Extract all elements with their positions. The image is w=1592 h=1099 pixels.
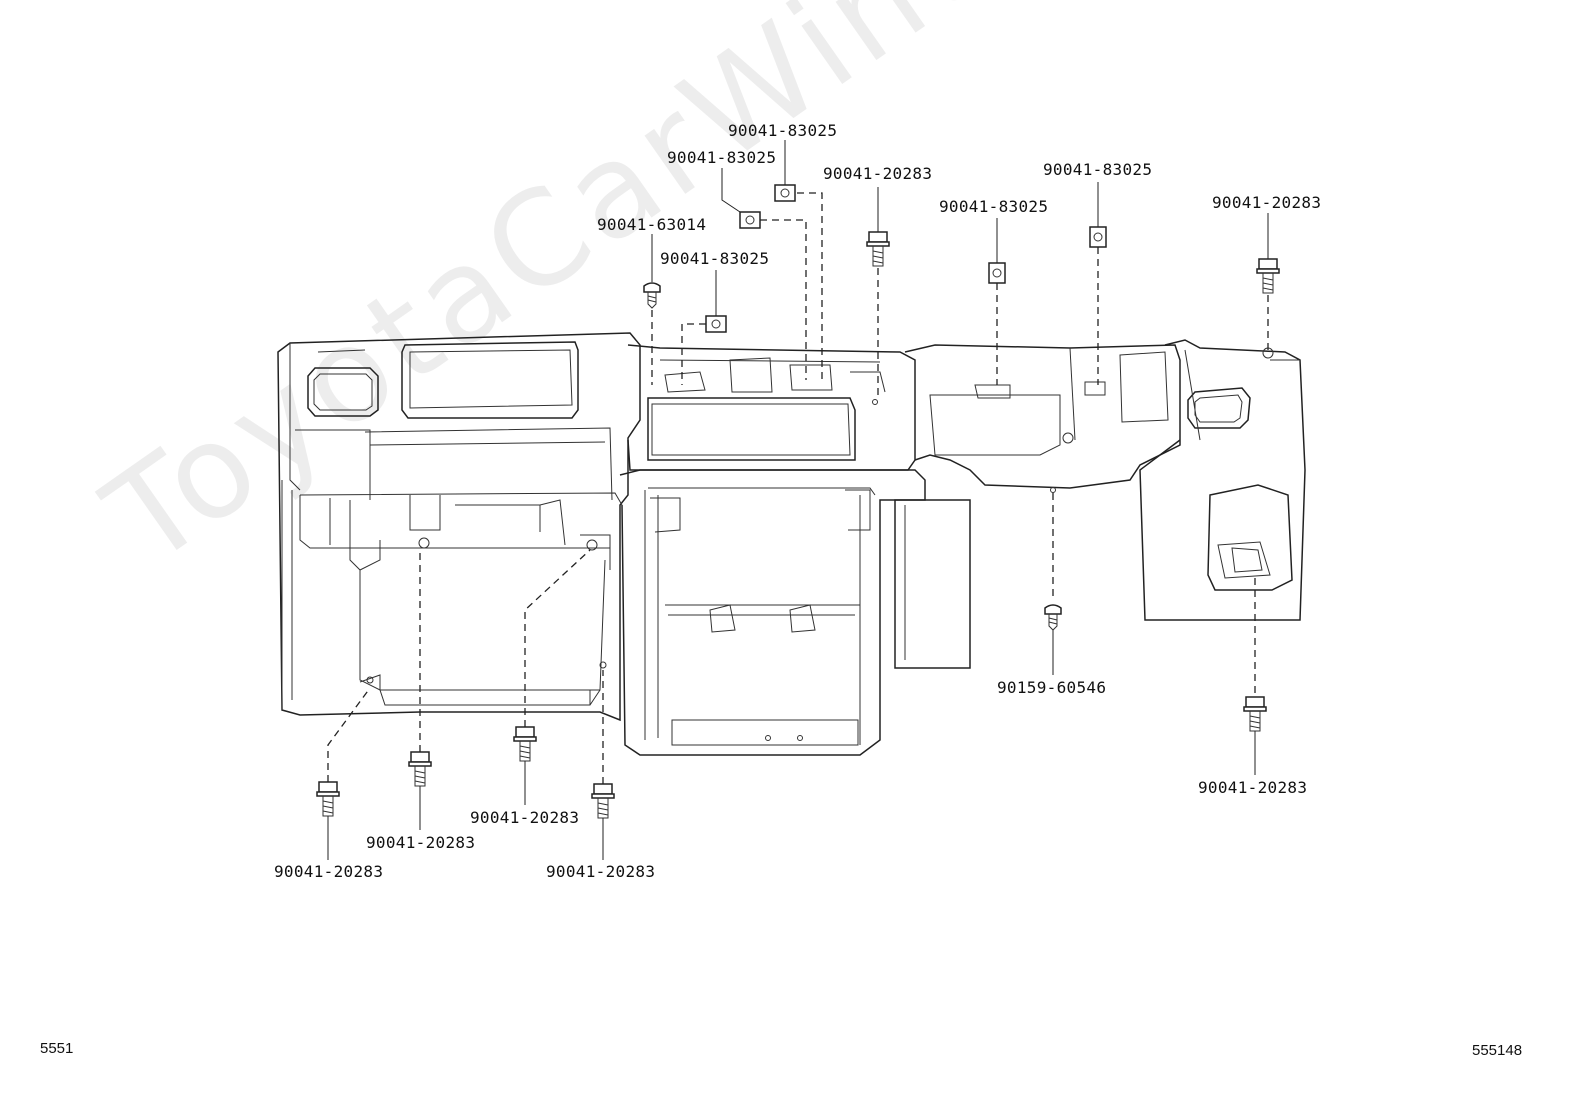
callout-leader-lines — [327, 140, 1269, 860]
nut-fasteners — [705, 184, 1107, 333]
dashboard-center-section — [619, 344, 926, 756]
part-callout-label: 90041-20283 — [1212, 193, 1322, 212]
part-callout-label: 90041-20283 — [366, 833, 476, 852]
diagram-code-left: 5551 — [40, 1040, 74, 1057]
part-callout-label: 90041-20283 — [546, 862, 656, 881]
diagram-code-right: 555148 — [1472, 1042, 1523, 1059]
part-callout-label: 90041-20283 — [274, 862, 384, 881]
part-callout-label: 90159-60546 — [997, 678, 1107, 697]
dashboard-right-center-section — [872, 344, 1181, 669]
part-callout-label: 90041-83025 — [939, 197, 1049, 216]
bolt-fasteners — [316, 231, 1280, 819]
dashboard-right-section — [1139, 339, 1306, 621]
dashboard-left-section — [277, 332, 641, 722]
part-callout-label: 90041-20283 — [823, 164, 933, 183]
part-callout-label: 90041-20283 — [470, 808, 580, 827]
part-callout-label: 90041-83025 — [667, 148, 777, 167]
part-callout-label: 90041-83025 — [660, 249, 770, 268]
part-callout-label: 90041-83025 — [1043, 160, 1153, 179]
installation-dash-lines — [327, 192, 1269, 784]
part-callout-label: 90041-83025 — [728, 121, 838, 140]
part-callout-label: 90041-20283 — [1198, 778, 1308, 797]
part-callout-label: 90041-63014 — [597, 215, 707, 234]
